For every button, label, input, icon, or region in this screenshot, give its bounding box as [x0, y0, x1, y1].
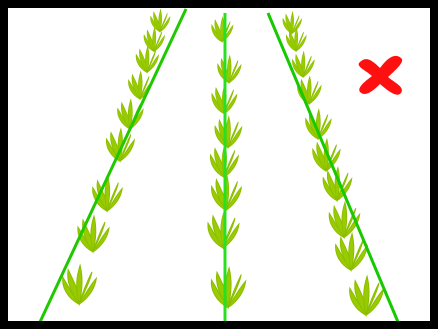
crop-row-diagram	[0, 0, 438, 329]
crop-row-canvas	[0, 0, 438, 329]
